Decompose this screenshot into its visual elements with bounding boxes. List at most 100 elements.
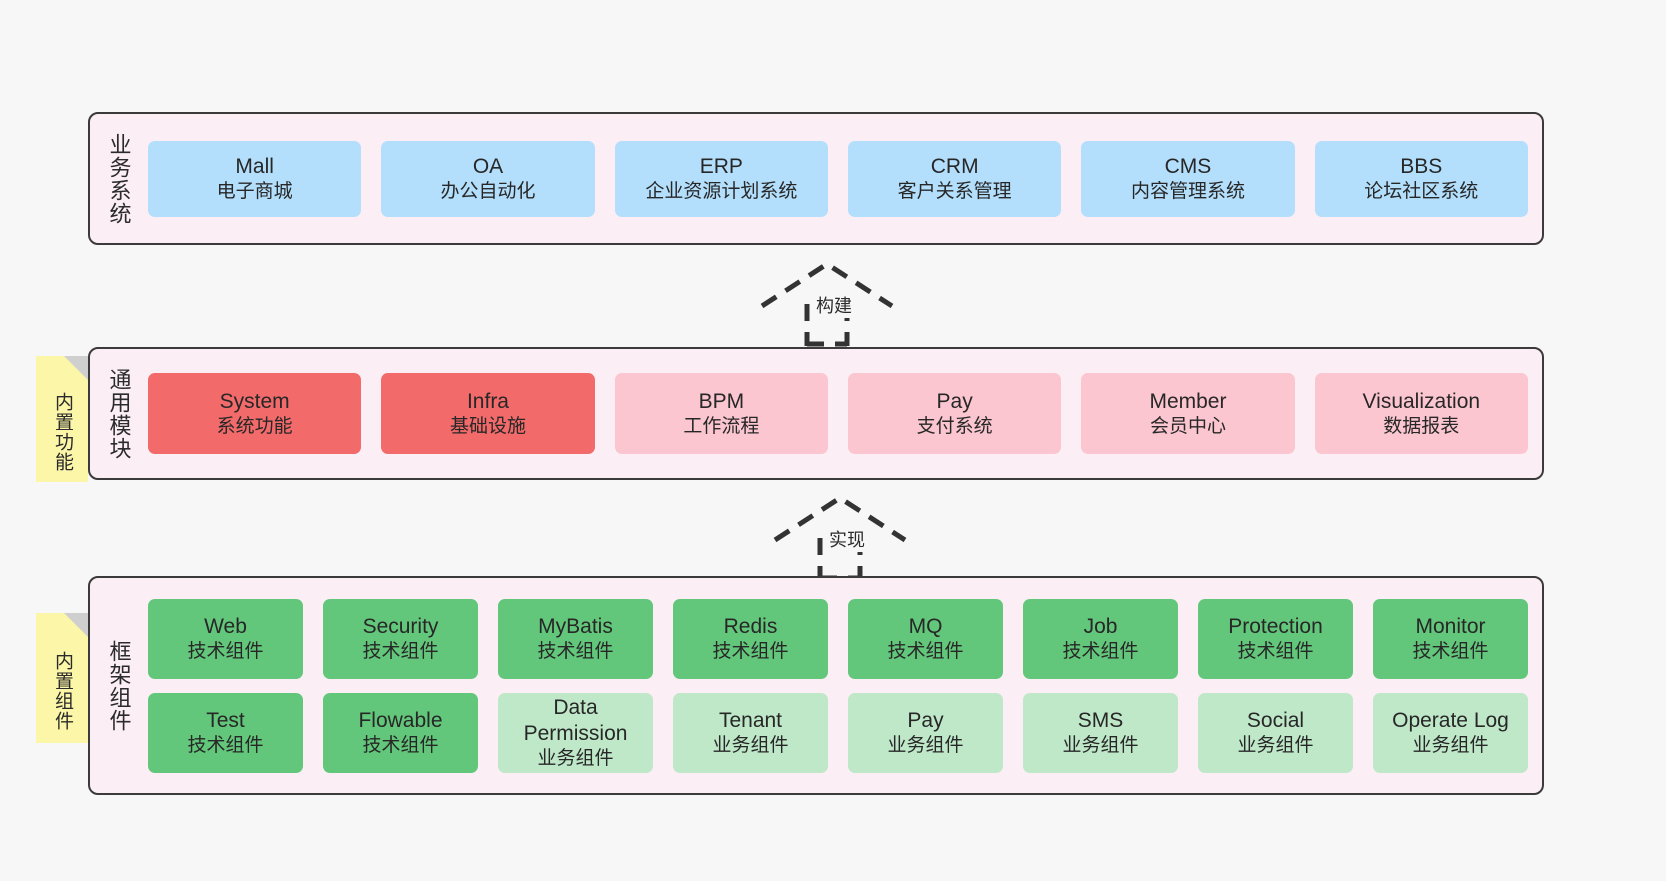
arrow-implement: 实现 bbox=[765, 490, 915, 582]
card-subtitle: 技术组件 bbox=[712, 640, 789, 662]
card-erp[interactable]: ERP 企业资源计划系统 bbox=[614, 140, 828, 217]
sticky-note-label: 内置功能 bbox=[52, 392, 74, 472]
card-subtitle: 数据报表 bbox=[1383, 415, 1460, 437]
framework-row-business: Test 技术组件 Flowable 技术组件 Data Permission … bbox=[148, 692, 1528, 773]
card-flowable[interactable]: Flowable 技术组件 bbox=[323, 692, 478, 773]
card-title: Flowable bbox=[358, 709, 443, 733]
card-cms[interactable]: CMS 内容管理系统 bbox=[1081, 140, 1295, 217]
card-title: Data Permission bbox=[523, 696, 628, 745]
card-redis[interactable]: Redis 技术组件 bbox=[673, 598, 828, 679]
card-title: MyBatis bbox=[538, 615, 613, 639]
card-title: Security bbox=[362, 615, 439, 639]
card-sms[interactable]: SMS 业务组件 bbox=[1023, 692, 1178, 773]
card-title: ERP bbox=[699, 155, 743, 179]
card-title: Infra bbox=[466, 390, 509, 414]
card-oa[interactable]: OA 办公自动化 bbox=[381, 140, 595, 217]
card-title: OA bbox=[472, 155, 504, 179]
card-subtitle: 技术组件 bbox=[537, 640, 614, 662]
arrow-build-label: 构建 bbox=[814, 292, 854, 318]
card-tenant[interactable]: Tenant 业务组件 bbox=[673, 692, 828, 773]
card-title: MQ bbox=[908, 615, 943, 639]
layer-modules-title: 通用模块 bbox=[106, 367, 132, 460]
card-monitor[interactable]: Monitor 技术组件 bbox=[1373, 598, 1528, 679]
card-web[interactable]: Web 技术组件 bbox=[148, 598, 303, 679]
card-title: Pay bbox=[907, 709, 944, 733]
card-social[interactable]: Social 业务组件 bbox=[1198, 692, 1353, 773]
card-subtitle: 业务组件 bbox=[887, 734, 964, 756]
card-title: Member bbox=[1149, 390, 1227, 414]
card-subtitle: 技术组件 bbox=[187, 734, 264, 756]
sticky-note-label: 内置组件 bbox=[52, 651, 74, 731]
card-mybatis[interactable]: MyBatis 技术组件 bbox=[498, 598, 653, 679]
card-security[interactable]: Security 技术组件 bbox=[323, 598, 478, 679]
card-bpm[interactable]: BPM 工作流程 bbox=[614, 373, 828, 454]
card-title: CRM bbox=[930, 155, 979, 179]
card-subtitle: 会员中心 bbox=[1149, 415, 1226, 437]
card-subtitle: 技术组件 bbox=[362, 640, 439, 662]
card-mq[interactable]: MQ 技术组件 bbox=[848, 598, 1003, 679]
card-subtitle: 企业资源计划系统 bbox=[645, 180, 798, 202]
card-crm[interactable]: CRM 客户关系管理 bbox=[847, 140, 1062, 217]
card-operate-log[interactable]: Operate Log 业务组件 bbox=[1373, 692, 1528, 773]
card-subtitle: 业务组件 bbox=[1412, 734, 1489, 756]
card-title: Operate Log bbox=[1392, 709, 1509, 733]
card-title: CMS bbox=[1164, 155, 1212, 179]
card-title: Pay bbox=[936, 390, 973, 414]
card-mall[interactable]: Mall 电子商城 bbox=[148, 140, 362, 217]
card-subtitle: 客户关系管理 bbox=[897, 180, 1012, 202]
layer-common-modules: 通用模块 System 系统功能 Infra 基础设施 BPM 工作流程 Pay bbox=[88, 347, 1544, 480]
card-subtitle: 技术组件 bbox=[1062, 640, 1139, 662]
card-title: Redis bbox=[723, 615, 778, 639]
card-title: Test bbox=[206, 709, 245, 733]
layer-modules-body: System 系统功能 Infra 基础设施 BPM 工作流程 Pay 支付系统… bbox=[148, 349, 1542, 478]
card-title: Visualization bbox=[1362, 390, 1481, 414]
arrow-build: 构建 bbox=[752, 256, 902, 348]
framework-row-technical: Web 技术组件 Security 技术组件 MyBatis 技术组件 Redi… bbox=[148, 598, 1528, 679]
card-bbs[interactable]: BBS 论坛社区系统 bbox=[1314, 140, 1528, 217]
card-subtitle: 业务组件 bbox=[1062, 734, 1139, 756]
layer-framework-title: 框架组件 bbox=[106, 639, 132, 732]
card-subtitle: 技术组件 bbox=[1412, 640, 1489, 662]
card-job[interactable]: Job 技术组件 bbox=[1023, 598, 1178, 679]
card-subtitle: 业务组件 bbox=[1237, 734, 1314, 756]
card-subtitle: 办公自动化 bbox=[440, 180, 536, 202]
module-card-row: System 系统功能 Infra 基础设施 BPM 工作流程 Pay 支付系统… bbox=[148, 373, 1528, 454]
card-system[interactable]: System 系统功能 bbox=[148, 373, 362, 454]
layer-framework-components: 框架组件 Web 技术组件 Security 技术组件 MyBatis 技术组件… bbox=[88, 576, 1544, 795]
card-title: System bbox=[219, 390, 290, 414]
sticky-note-builtin-components: 内置组件 bbox=[36, 613, 88, 743]
layer-framework-body: Web 技术组件 Security 技术组件 MyBatis 技术组件 Redi… bbox=[148, 578, 1542, 793]
card-title: BBS bbox=[1400, 155, 1443, 179]
business-card-row: Mall 电子商城 OA 办公自动化 ERP 企业资源计划系统 CRM 客户关系… bbox=[148, 140, 1528, 217]
card-data-permission[interactable]: Data Permission 业务组件 bbox=[498, 692, 653, 773]
card-test[interactable]: Test 技术组件 bbox=[148, 692, 303, 773]
card-subtitle: 技术组件 bbox=[887, 640, 964, 662]
card-subtitle: 业务组件 bbox=[712, 734, 789, 756]
card-pay-component[interactable]: Pay 业务组件 bbox=[848, 692, 1003, 773]
card-subtitle: 支付系统 bbox=[916, 415, 993, 437]
card-protection[interactable]: Protection 技术组件 bbox=[1198, 598, 1353, 679]
arrow-implement-label: 实现 bbox=[827, 526, 867, 552]
card-title: Monitor bbox=[1415, 615, 1486, 639]
card-visualization[interactable]: Visualization 数据报表 bbox=[1314, 373, 1528, 454]
card-subtitle: 系统功能 bbox=[216, 415, 293, 437]
card-pay-module[interactable]: Pay 支付系统 bbox=[847, 373, 1062, 454]
card-title: Tenant bbox=[718, 709, 783, 733]
card-title: Job bbox=[1083, 615, 1118, 639]
card-subtitle: 技术组件 bbox=[187, 640, 264, 662]
card-subtitle: 业务组件 bbox=[537, 747, 614, 769]
card-subtitle: 内容管理系统 bbox=[1130, 180, 1245, 202]
card-subtitle: 论坛社区系统 bbox=[1364, 180, 1479, 202]
card-title: Protection bbox=[1228, 615, 1323, 639]
layer-business-systems: 业务系统 Mall 电子商城 OA 办公自动化 ERP 企业资源计划系统 CRM bbox=[88, 112, 1544, 245]
card-title: BPM bbox=[698, 390, 745, 414]
card-subtitle: 技术组件 bbox=[1237, 640, 1314, 662]
card-title: Social bbox=[1246, 709, 1305, 733]
card-title: SMS bbox=[1077, 709, 1124, 733]
card-subtitle: 工作流程 bbox=[683, 415, 760, 437]
card-member[interactable]: Member 会员中心 bbox=[1081, 373, 1295, 454]
card-subtitle: 基础设施 bbox=[449, 415, 526, 437]
sticky-note-builtin-functions: 内置功能 bbox=[36, 356, 88, 482]
card-infra[interactable]: Infra 基础设施 bbox=[381, 373, 595, 454]
